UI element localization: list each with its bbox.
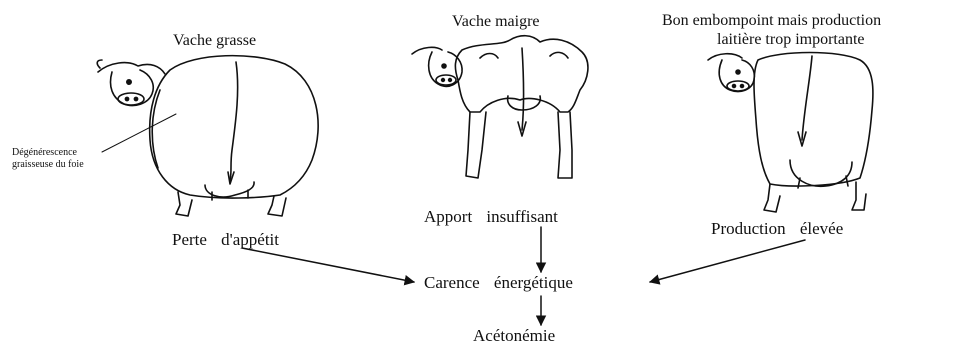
thin-cow-legs — [466, 112, 572, 178]
fat-cow-tail — [230, 62, 238, 180]
thin-cow-illustration — [412, 36, 588, 178]
arrow-production-to-deficit — [650, 240, 805, 282]
fat-cow-body — [150, 56, 318, 198]
producer-cow-body — [754, 53, 873, 187]
thin-cow-body — [455, 36, 588, 112]
fat-cow-head — [97, 60, 165, 106]
producer-cow-illustration — [708, 53, 873, 213]
thin-cow-tail — [522, 48, 524, 130]
producer-cow-head — [708, 54, 754, 92]
producer-cow-tail — [802, 56, 812, 140]
fat-cow-illustration — [97, 56, 318, 216]
thin-cow-head — [412, 47, 462, 86]
liver-annotation-pointer — [102, 114, 176, 152]
arrow-appetite-to-deficit — [242, 248, 414, 282]
